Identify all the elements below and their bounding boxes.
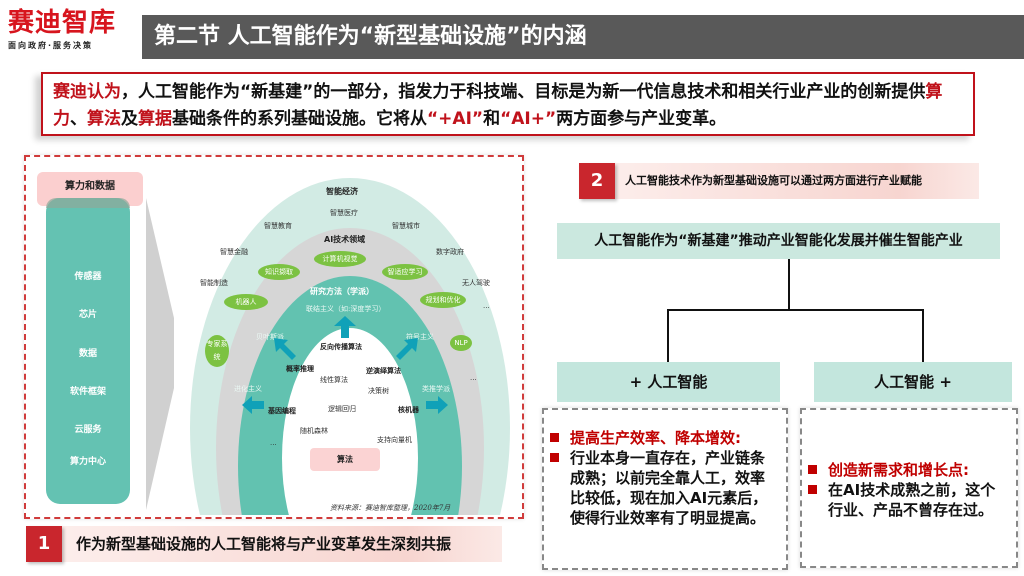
middle-title: AI技术领域: [324, 235, 366, 244]
left-diagram-frame: [24, 155, 524, 519]
core-item: 逆演绎算法: [366, 367, 401, 375]
core-item: 基因编程: [268, 407, 296, 415]
intro-sep: 及: [121, 109, 138, 129]
plus-ai-body: 行业本身一直存在，产业链条成熟；以前完全靠人工，效率比较低，现在加入AI元素后，…: [546, 448, 778, 528]
school-analogizer: 类推学派: [422, 385, 450, 393]
inner-subtitle: 联结主义（如:深度学习）: [306, 305, 386, 313]
ai-plus-detail: 创造新需求和增长点: 在AI技术成熟之前，这个行业、产品不曾存在过。: [800, 408, 1018, 568]
outer-item: 智慧城市: [392, 222, 420, 230]
column-item: 芯片: [78, 310, 97, 320]
school-symbolist: 符号主义: [406, 333, 434, 341]
column-item: 软件框架: [69, 387, 106, 397]
plus-ai-detail: 提高生产效率、降本增效: 行业本身一直存在，产业链条成熟；以前完全靠人工，效率比…: [542, 408, 788, 570]
ai-plus-body: 在AI技术成熟之前，这个行业、产品不曾存在过。: [804, 480, 1008, 520]
section-1-number: 1: [26, 526, 62, 562]
plus-ai-heading: 提高生产效率、降本增效:: [546, 428, 778, 448]
tree-connector: [788, 259, 790, 311]
intro-lead: 赛迪认为: [53, 82, 121, 102]
pill-knowledge: 知识撷取: [258, 264, 300, 280]
highlight-algorithm: 算法: [87, 109, 121, 129]
core-item: 核机器: [398, 406, 419, 414]
outer-item: 智慧金融: [220, 248, 248, 256]
highlight-ai-plus: “AI+”: [500, 109, 557, 129]
core-item: 线性算法: [320, 376, 348, 384]
arrow-up-icon: [334, 316, 356, 338]
logo-main: 赛迪智库: [8, 8, 117, 38]
algorithm-label: 算法: [310, 448, 380, 471]
section-1-title: 作为新型基础设施的人工智能将与产业变革发生深刻共振: [76, 535, 452, 553]
pill-computer-vision: 计算机视觉: [314, 251, 366, 267]
outer-item: 数字政府: [436, 248, 464, 256]
inner-title: 研究方法（学派）: [310, 287, 374, 296]
core-item: 反向传播算法: [320, 343, 362, 351]
intro-text: ，人工智能作为“新基建”的一部分，指发力于科技端、目标是为新一代信息技术和相关行…: [121, 82, 926, 102]
tree-connector: [667, 309, 924, 311]
school-bayesian: 贝叶斯派: [256, 333, 284, 341]
core-item: 决策树: [368, 387, 389, 395]
core-item: 概率推理: [286, 365, 314, 373]
highlight-plus-ai: “+AI”: [427, 109, 484, 129]
pill-robotics: 机器人: [224, 294, 268, 310]
pill-planning: 规划和优化: [420, 292, 466, 308]
core-item: 逻辑回归: [328, 405, 356, 413]
column-item: 数据: [78, 349, 97, 359]
outer-item: 智慧教育: [264, 222, 292, 230]
section-2-number: 2: [579, 163, 615, 199]
tree-connector: [667, 309, 669, 362]
school-evolutionary: 进化主义: [234, 385, 262, 393]
intro-text: 两方面参与产业变革。: [556, 109, 727, 129]
intro-statement: 赛迪认为，人工智能作为“新基建”的一部分，指发力于科技端、目标是为新一代信息技术…: [41, 72, 975, 136]
pill-adaptive-learning: 智适应学习: [382, 264, 428, 280]
ai-plus-heading: 创造新需求和增长点:: [804, 460, 1008, 480]
logo: 赛迪智库 面向政府·服务决策: [8, 8, 136, 56]
plus-ai-box: + 人工智能: [557, 362, 780, 402]
pill-expert-system: 专家系统: [205, 335, 229, 367]
outer-title: 智能经济: [326, 187, 358, 196]
funnel-wedge: [146, 198, 174, 510]
arrow-up-right-icon: [396, 338, 418, 360]
outer-item: 无人驾驶: [462, 279, 490, 287]
outer-more: ...: [483, 302, 490, 310]
core-item: 支持向量机: [377, 436, 412, 444]
infrastructure-column: [46, 198, 130, 504]
root-box: 人工智能作为“新基建”推动产业智能化发展并催生智能产业: [557, 223, 1000, 259]
intro-text: 基础条件的系列基础设施。它将从: [172, 109, 427, 129]
column-item: 传感器: [74, 272, 102, 282]
page-title: 第二节 人工智能作为“新型基础设施”的内涵: [142, 15, 1024, 59]
arrow-right-icon: [426, 396, 448, 414]
section-2-title: 人工智能技术作为新型基础设施可以通过两方面进行产业赋能: [625, 174, 922, 187]
column-item: 云服务: [74, 425, 102, 435]
ai-rings-diagram: 智能经济 智慧医疗 智慧教育 智慧城市 智慧金融 数字政府 智能制造 无人驾驶 …: [190, 170, 510, 515]
pill-nlp: NLP: [450, 335, 472, 351]
outer-item: 智能制造: [200, 279, 228, 287]
column-item: 算力中心: [69, 457, 106, 467]
arrow-up-left-icon: [274, 338, 296, 360]
middle-more: ...: [470, 374, 477, 382]
highlight-data: 算据: [138, 109, 172, 129]
intro-sep: 、: [70, 109, 87, 129]
arrow-left-icon: [242, 396, 264, 414]
logo-tagline: 面向政府·服务决策: [8, 41, 94, 50]
source-note: 资料来源：赛迪智库整理，2020年7月: [330, 504, 451, 512]
tree-connector: [922, 309, 924, 362]
intro-sep: 和: [483, 109, 501, 129]
highlight-compute: 算力: [53, 82, 943, 129]
core-more: ...: [270, 439, 277, 447]
ai-plus-box: 人工智能 +: [814, 362, 1012, 402]
section-2-header: 2 人工智能技术作为新型基础设施可以通过两方面进行产业赋能: [579, 163, 979, 199]
section-1-header: 1 作为新型基础设施的人工智能将与产业变革发生深刻共振: [26, 526, 502, 562]
column-top-shade: [46, 198, 130, 208]
core-item: 随机森林: [300, 427, 328, 435]
outer-item: 智慧医疗: [330, 209, 358, 217]
